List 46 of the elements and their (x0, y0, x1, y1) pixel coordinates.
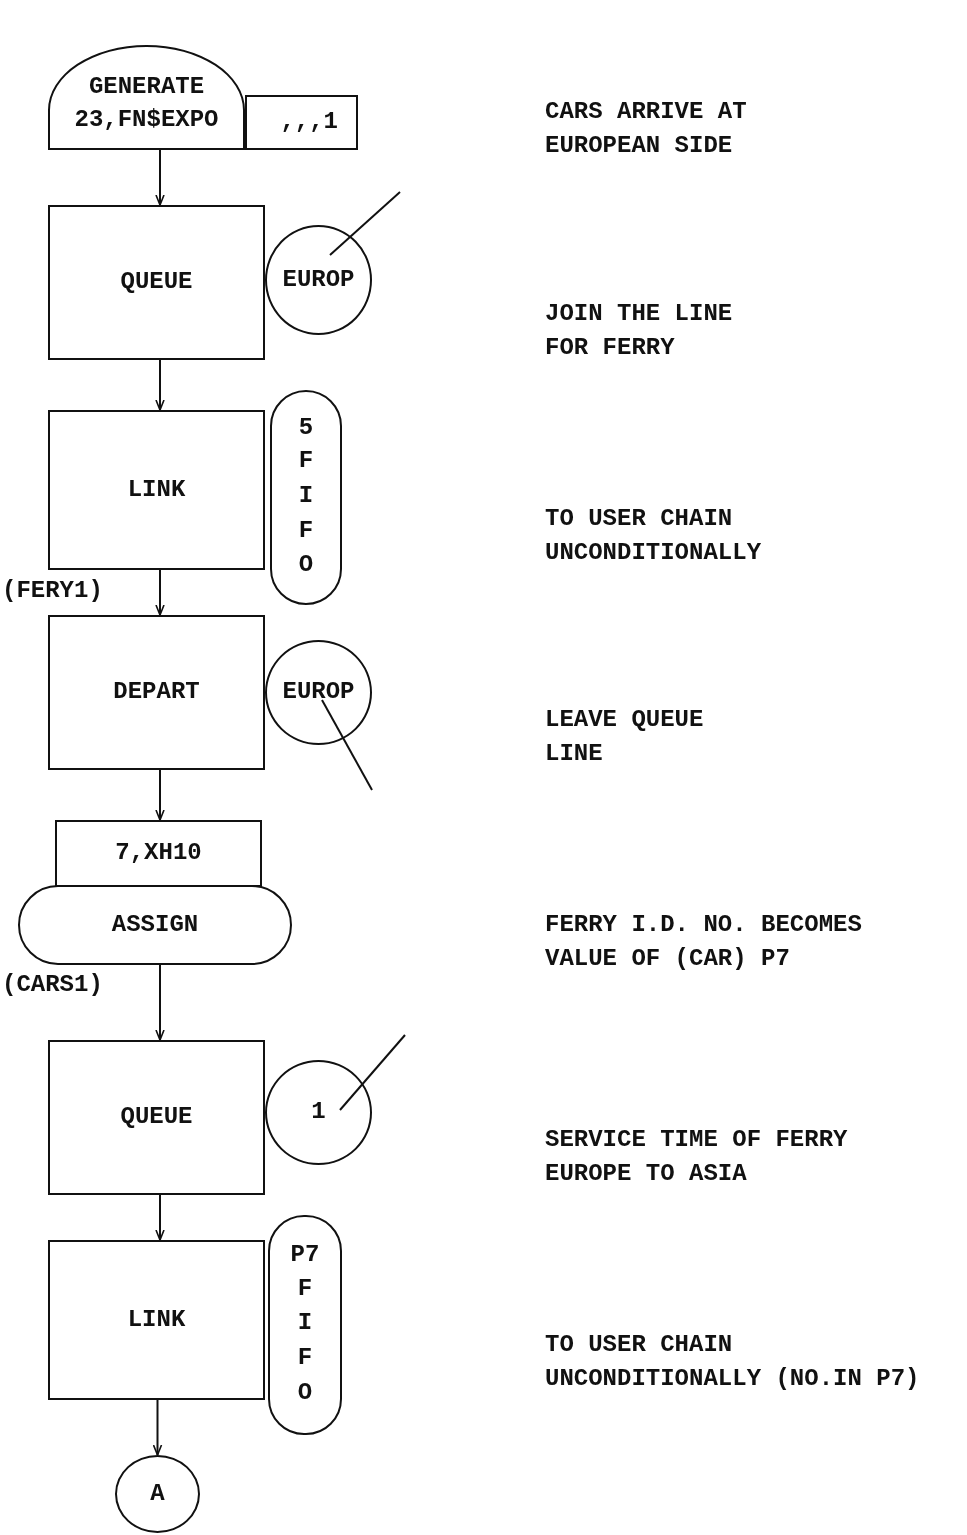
block-text: FIFO (296, 1273, 314, 1408)
comment-text: TO USER CHAIN UNCONDITIONALLY (NO.IN P7) (545, 1330, 921, 1394)
block-text: GENERATE (88, 72, 205, 103)
block-text: QUEUE (120, 1102, 193, 1133)
location-label: (CARS1) (2, 970, 104, 1000)
arrow (155, 569, 165, 616)
block-text: A (150, 1478, 165, 1509)
comment-text: FERRY I.D. NO. BECOMES VALUE OF (CAR) P7 (545, 910, 863, 974)
operand-circle (265, 1060, 372, 1165)
arrow (155, 769, 165, 821)
block-text: EUROP (282, 264, 355, 295)
block-text: ,,,1 (280, 107, 338, 138)
block-text: ASSIGN (111, 909, 199, 940)
comment-text: TO USER CHAIN UNCONDITIONALLY (545, 504, 763, 568)
generate-block (48, 45, 245, 150)
block-text: QUEUE (120, 267, 193, 298)
block-text: 7,XH10 (115, 838, 202, 869)
arrow (155, 1194, 165, 1241)
block-box (48, 1240, 265, 1400)
block-text: 1 (311, 1097, 326, 1128)
block-text: EUROP (282, 677, 355, 708)
comment-text: SERVICE TIME OF FERRY EUROPE TO ASIA (545, 1125, 849, 1189)
arrow (155, 149, 165, 206)
block-box (48, 410, 265, 570)
operand-box (245, 95, 358, 150)
block-box (55, 820, 262, 887)
operand-circle (265, 225, 372, 335)
comment-text: CARS ARRIVE AT EUROPEAN SIDE (545, 97, 748, 161)
arrow (155, 964, 165, 1041)
comment-text: LEAVE QUEUE LINE (545, 705, 705, 769)
block-box (48, 1040, 265, 1195)
arrow (152, 1399, 163, 1456)
comment-text: JOIN THE LINE FOR FERRY (545, 299, 734, 363)
block-box (48, 205, 265, 360)
block-text: FIFO (297, 446, 315, 581)
block-box (48, 615, 265, 770)
connector-circle (115, 1455, 200, 1533)
block-text: P7 (290, 1240, 320, 1271)
block-text: 5 (298, 412, 314, 443)
block-text: LINK (127, 1304, 186, 1335)
operand-circle (265, 640, 372, 745)
block-text: DEPART (113, 677, 200, 708)
block-text: LINK (127, 474, 186, 505)
location-label: (FERY1) (2, 576, 104, 606)
arrow (155, 359, 165, 411)
block-text: 23,FN$EXPO (74, 104, 219, 135)
